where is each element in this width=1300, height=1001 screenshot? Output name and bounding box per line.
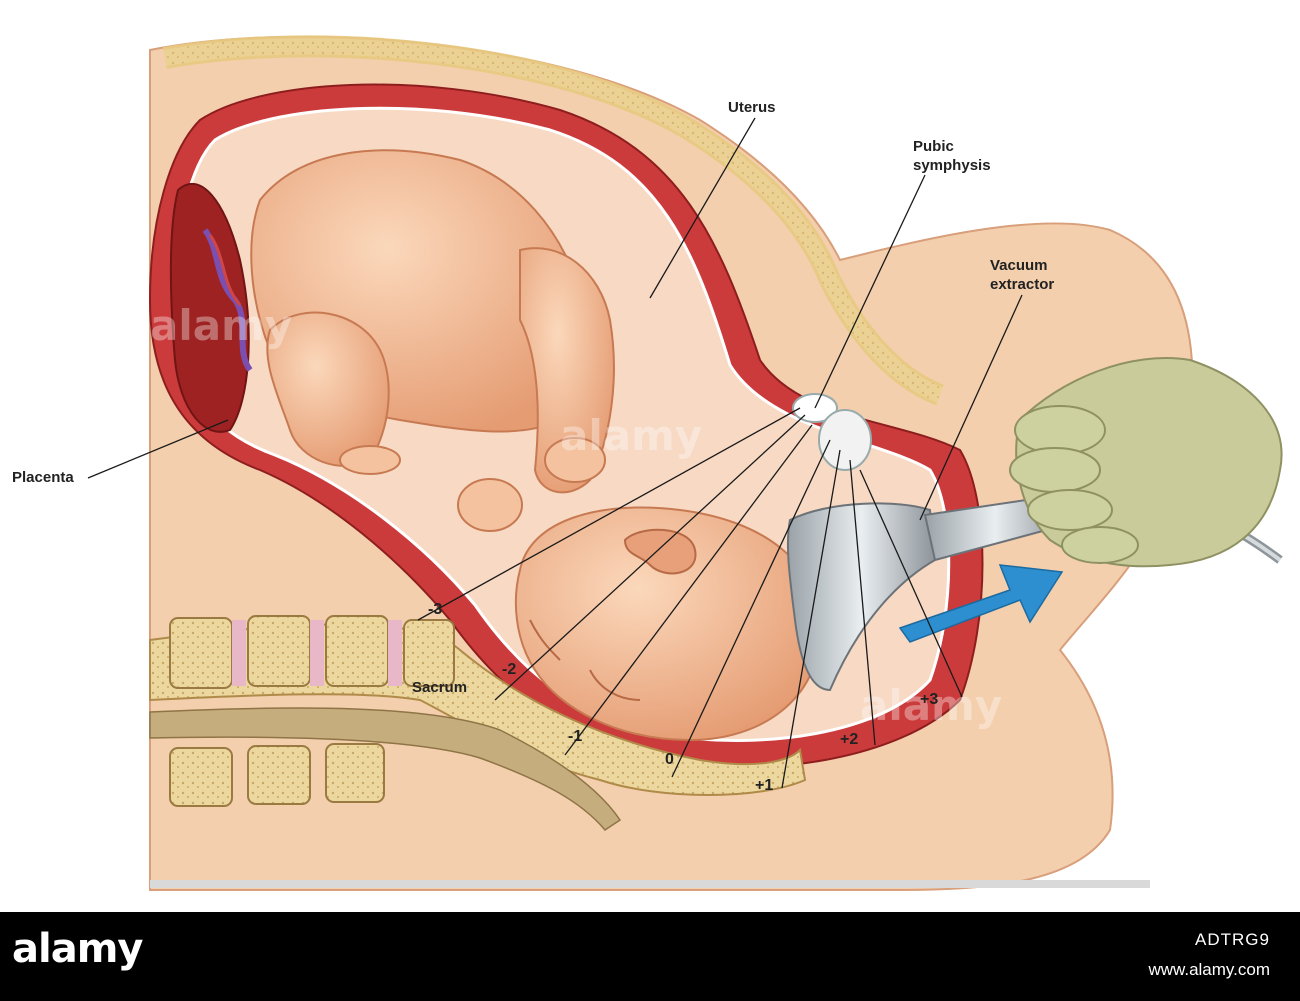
pubic-symphysis	[792, 393, 872, 471]
label-sacrum: Sacrum	[412, 679, 467, 696]
leader-lines	[87, 117, 1023, 789]
gloved-hand	[1009, 357, 1283, 568]
label-vacuum-extractor-line2: extractor	[990, 276, 1054, 293]
stock-footer-bar: alamy ADTRG9 www.alamy.com	[0, 912, 1300, 1001]
fetus	[250, 149, 822, 742]
station-label-plus2: +2	[840, 731, 858, 748]
label-uterus: Uterus	[728, 99, 776, 116]
watermark-left: alamy	[150, 301, 292, 350]
station-label-minus2: -2	[502, 661, 516, 678]
footer-url: www.alamy.com	[1148, 960, 1270, 979]
traction-arrow	[898, 564, 1064, 643]
station-label-0: 0	[665, 751, 674, 768]
alamy-logo: alamy	[12, 926, 143, 972]
watermark-center: alamy	[560, 411, 702, 460]
station-label-plus1: +1	[755, 777, 773, 794]
label-vacuum-extractor-line1: Vacuum	[990, 257, 1048, 274]
station-label-plus3: +3	[920, 691, 938, 708]
placenta	[169, 183, 253, 433]
watermark-right: alamy	[860, 681, 1002, 730]
station-label-minus1: -1	[568, 728, 582, 745]
label-pubic-symphysis-line1: Pubic	[913, 138, 954, 155]
spine	[149, 615, 807, 831]
image-id: ADTRG9	[1195, 930, 1270, 949]
floor-shadow	[150, 880, 1150, 888]
station-label-minus3: -3	[428, 601, 442, 618]
label-placenta: Placenta	[12, 469, 74, 486]
vacuum-delivery-illustration: alamy alamy alamy Uterus Pubic symphysis…	[12, 35, 1283, 891]
label-pubic-symphysis-line2: symphysis	[913, 157, 991, 174]
